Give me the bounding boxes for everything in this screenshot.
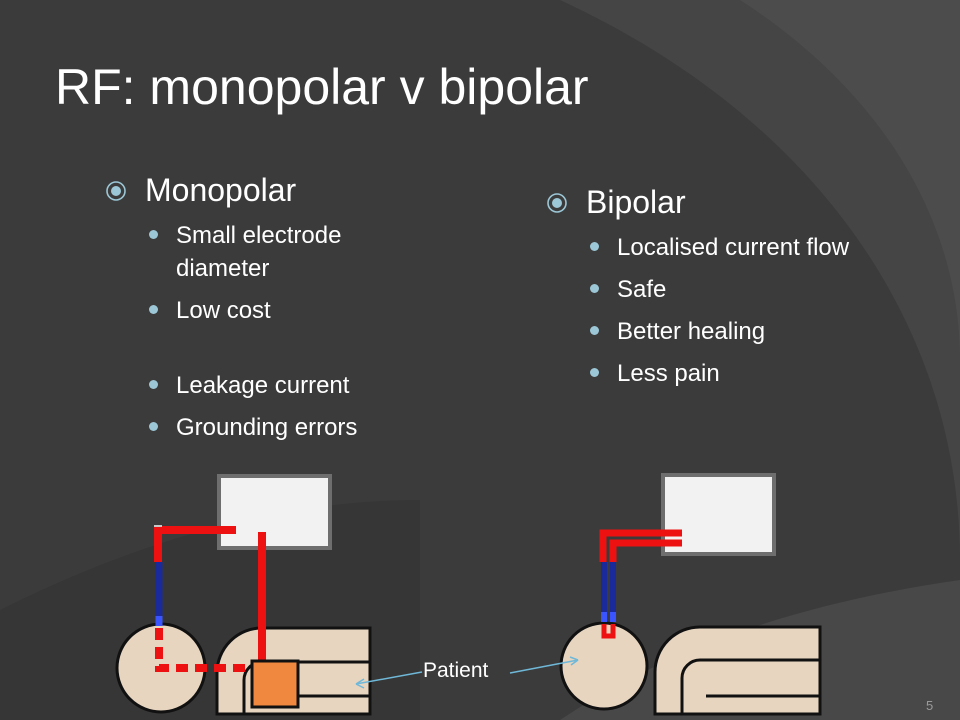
bipolar-bullet: Less pain bbox=[590, 357, 946, 390]
monopolar-bullet-list: Small electrode diameter Low cost Leakag… bbox=[105, 219, 425, 444]
bipolar-diagram bbox=[559, 473, 822, 716]
patient-label: Patient bbox=[423, 659, 489, 682]
bullet-dot-icon bbox=[590, 242, 599, 251]
monopolar-active-wire bbox=[154, 526, 236, 562]
bullet-dot-icon bbox=[590, 284, 599, 293]
bipolar-bullet: Better healing bbox=[590, 315, 946, 348]
monopolar-generator-box bbox=[217, 474, 332, 550]
bipolar-wire-a bbox=[599, 529, 682, 562]
monopolar-current-path bbox=[155, 628, 256, 672]
bullet-dot-icon bbox=[149, 380, 158, 389]
bipolar-bullet: Safe bbox=[590, 273, 946, 306]
monopolar-bullet: Small electrode diameter bbox=[149, 219, 425, 285]
bullet-dot-icon bbox=[149, 422, 158, 431]
monopolar-bullet: Low cost bbox=[149, 294, 425, 327]
bullet-dot-icon bbox=[149, 305, 158, 314]
bipolar-body-fold bbox=[680, 658, 820, 714]
patient-arrow-left bbox=[355, 671, 423, 685]
slide-title: RF: monopolar v bipolar bbox=[55, 59, 589, 115]
bipolar-generator-box bbox=[661, 473, 776, 556]
bipolar-bullet-list: Localised current flow Safe Better heali… bbox=[546, 231, 946, 390]
patient-annotation bbox=[355, 656, 579, 689]
bipolar-column: Bipolar Localised current flow Safe Bett… bbox=[546, 184, 946, 399]
circle-target-bullet-icon bbox=[547, 192, 567, 213]
monopolar-heading-text: Monopolar bbox=[145, 172, 297, 208]
monopolar-heading: Monopolar bbox=[105, 172, 425, 209]
bipolar-local-current bbox=[601, 624, 616, 639]
bipolar-patient-head bbox=[559, 621, 649, 711]
bullet-dot-icon bbox=[149, 230, 158, 239]
monopolar-column: Monopolar Small electrode diameter Low c… bbox=[105, 172, 425, 453]
ground-pad bbox=[250, 659, 300, 709]
monopolar-bullet: Leakage current bbox=[149, 369, 425, 402]
bipolar-heading: Bipolar bbox=[546, 184, 946, 221]
monopolar-diagram bbox=[115, 474, 372, 716]
patient-arrow-right bbox=[509, 659, 579, 674]
monopolar-bullet: Grounding errors bbox=[149, 411, 425, 444]
bipolar-heading-text: Bipolar bbox=[586, 184, 686, 220]
bipolar-bullet: Localised current flow bbox=[590, 231, 946, 264]
page-number: 5 bbox=[926, 698, 934, 713]
bullet-dot-icon bbox=[590, 326, 599, 335]
bullet-dot-icon bbox=[590, 368, 599, 377]
bipolar-patient-body bbox=[653, 625, 822, 716]
bipolar-wire-b bbox=[609, 539, 682, 562]
circle-target-bullet-icon bbox=[106, 180, 126, 201]
